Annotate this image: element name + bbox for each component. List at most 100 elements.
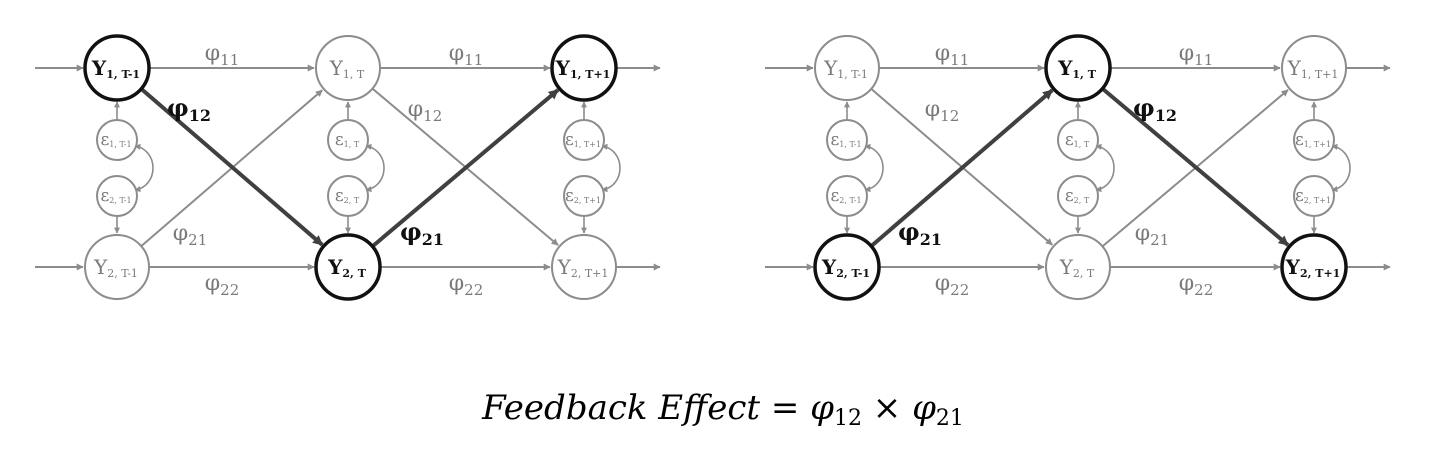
edge-label-phi-11: φ11 — [1179, 41, 1214, 69]
node-e2-tp1: ε2, T+1 — [1293, 175, 1335, 217]
variable-circle — [1280, 233, 1348, 301]
error-label-e2_t: ε2, T — [1065, 186, 1090, 206]
error-circle — [563, 119, 605, 161]
error-label-e2_t: ε2, T — [335, 186, 360, 206]
variable-label-y2_tm1: Y2, T-1 — [821, 255, 870, 280]
variable-label-y2_tm1: Y2, T-1 — [93, 255, 138, 280]
edge-label-phi-12: φ12 — [1133, 93, 1177, 125]
feedback-effect-formula: Feedback Effect = φ12 × φ21 — [0, 388, 1446, 431]
variable-label-y2_tp1: Y2, T+1 — [557, 255, 609, 280]
node-e2-t: ε2, T — [327, 175, 369, 217]
node-y1-t: Y1, T — [1044, 34, 1112, 102]
error-covariance-arc — [134, 143, 154, 193]
node-y2-tp1: Y2, T+1 — [551, 234, 617, 300]
node-e2-tp1: ε2, T+1 — [563, 175, 605, 217]
variable-circle — [84, 234, 150, 300]
variable-circle — [1045, 234, 1111, 300]
formula-times: × — [872, 388, 902, 428]
error-label-e1_tm1: ε1, T-1 — [100, 130, 131, 150]
node-y2-t: Y2, T — [314, 233, 382, 301]
edge-phi-12-bold — [139, 87, 324, 247]
variable-label-y1_t: Y1, T — [1057, 56, 1097, 81]
error-label-e1_tm1: ε1, T-1 — [830, 130, 861, 150]
edge-label-phi-21: φ21 — [1135, 221, 1170, 249]
node-e1-t: ε1, T — [327, 119, 369, 161]
node-y2-t: Y2, T — [1045, 234, 1111, 300]
node-y2-tp1: Y2, T+1 — [1280, 233, 1348, 301]
node-e2-t: ε2, T — [1057, 175, 1099, 217]
error-covariance-arc — [365, 143, 385, 193]
node-e1-t: ε1, T — [1057, 119, 1099, 161]
error-label-e2_tp1: ε2, T+1 — [565, 186, 601, 206]
edge-label-phi-22: φ22 — [449, 271, 484, 299]
formula-lhs: Feedback Effect — [482, 388, 761, 428]
error-circle — [563, 175, 605, 217]
variable-circle — [814, 35, 880, 101]
edge-label-phi-22: φ22 — [935, 271, 970, 299]
variable-label-y1_tm1: Y1, T-1 — [91, 56, 140, 81]
error-circle — [1293, 119, 1335, 161]
edge-label-phi-21: φ21 — [898, 217, 942, 249]
error-circle — [826, 175, 868, 217]
formula-phi-a: φ — [810, 388, 834, 428]
variable-label-y1_tp1: Y1, T+1 — [555, 56, 611, 81]
edge-label-phi-11: φ11 — [935, 41, 970, 69]
error-circle — [327, 175, 369, 217]
error-covariance-arc — [601, 143, 621, 193]
error-circle — [1057, 119, 1099, 161]
edge-label-phi-21: φ21 — [400, 217, 444, 249]
error-circle — [327, 119, 369, 161]
edge-label-phi-12: φ12 — [408, 97, 443, 125]
edge-phi-21-bold — [371, 88, 560, 248]
variable-label-y1_t: Y1, T — [329, 56, 365, 81]
node-y1-tp1: Y1, T+1 — [550, 34, 618, 102]
variable-label-y2_t: Y2, T — [1059, 255, 1095, 280]
formula-phi-b: φ — [912, 388, 936, 428]
node-y2-tm1: Y2, T-1 — [813, 233, 881, 301]
error-covariance-arc — [1331, 143, 1351, 193]
node-e1-tp1: ε1, T+1 — [1293, 119, 1335, 161]
node-e1-tm1: ε1, T-1 — [96, 119, 138, 161]
error-circle — [96, 175, 138, 217]
error-label-e1_t: ε1, T — [335, 130, 360, 150]
formula-phi-a-sub: 12 — [833, 406, 862, 431]
variable-circle — [83, 34, 151, 102]
node-e1-tm1: ε1, T-1 — [826, 119, 868, 161]
variable-circle — [550, 34, 618, 102]
error-circle — [96, 119, 138, 161]
error-label-e1_tp1: ε1, T+1 — [565, 130, 601, 150]
edge-label-phi-12: φ12 — [925, 97, 960, 125]
variable-label-y2_t: Y2, T — [327, 255, 367, 280]
formula-equals: = — [770, 388, 800, 428]
error-covariance-arc — [864, 143, 884, 193]
error-circle — [1057, 175, 1099, 217]
edge-label-phi-12: φ12 — [167, 93, 211, 125]
edge-label-phi-22: φ22 — [1179, 271, 1214, 299]
node-y1-t: Y1, T — [315, 35, 381, 101]
error-label-e2_tp1: ε2, T+1 — [1295, 186, 1331, 206]
formula-phi-b-sub: 21 — [935, 406, 964, 431]
node-e1-tp1: ε1, T+1 — [563, 119, 605, 161]
node-y1-tp1: Y1, T+1 — [1281, 35, 1347, 101]
variable-circle — [551, 234, 617, 300]
variable-label-y1_tp1: Y1, T+1 — [1287, 56, 1339, 81]
error-label-e2_tm1: ε2, T-1 — [830, 186, 861, 206]
variable-circle — [314, 233, 382, 301]
node-y2-tm1: Y2, T-1 — [84, 234, 150, 300]
variable-label-y1_tm1: Y1, T-1 — [823, 56, 868, 81]
error-circle — [826, 119, 868, 161]
error-label-e2_tm1: ε2, T-1 — [100, 186, 131, 206]
edge-phi-21-bold — [869, 88, 1054, 248]
edge-phi-12-bold — [1101, 87, 1290, 247]
node-e2-tm1: ε2, T-1 — [826, 175, 868, 217]
error-covariance-arc — [1095, 143, 1115, 193]
variable-circle — [813, 233, 881, 301]
panel-right: φ11 φ11 φ22 φ22 φ12 φ21 φ12 φ21 Y1, T-1 Y1, T Y1, … — [765, 34, 1391, 301]
error-label-e1_t: ε1, T — [1065, 130, 1090, 150]
edge-label-phi-11: φ11 — [205, 41, 240, 69]
variable-circle — [315, 35, 381, 101]
error-circle — [1293, 175, 1335, 217]
error-label-e1_tp1: ε1, T+1 — [1295, 130, 1331, 150]
variable-circle — [1044, 34, 1112, 102]
